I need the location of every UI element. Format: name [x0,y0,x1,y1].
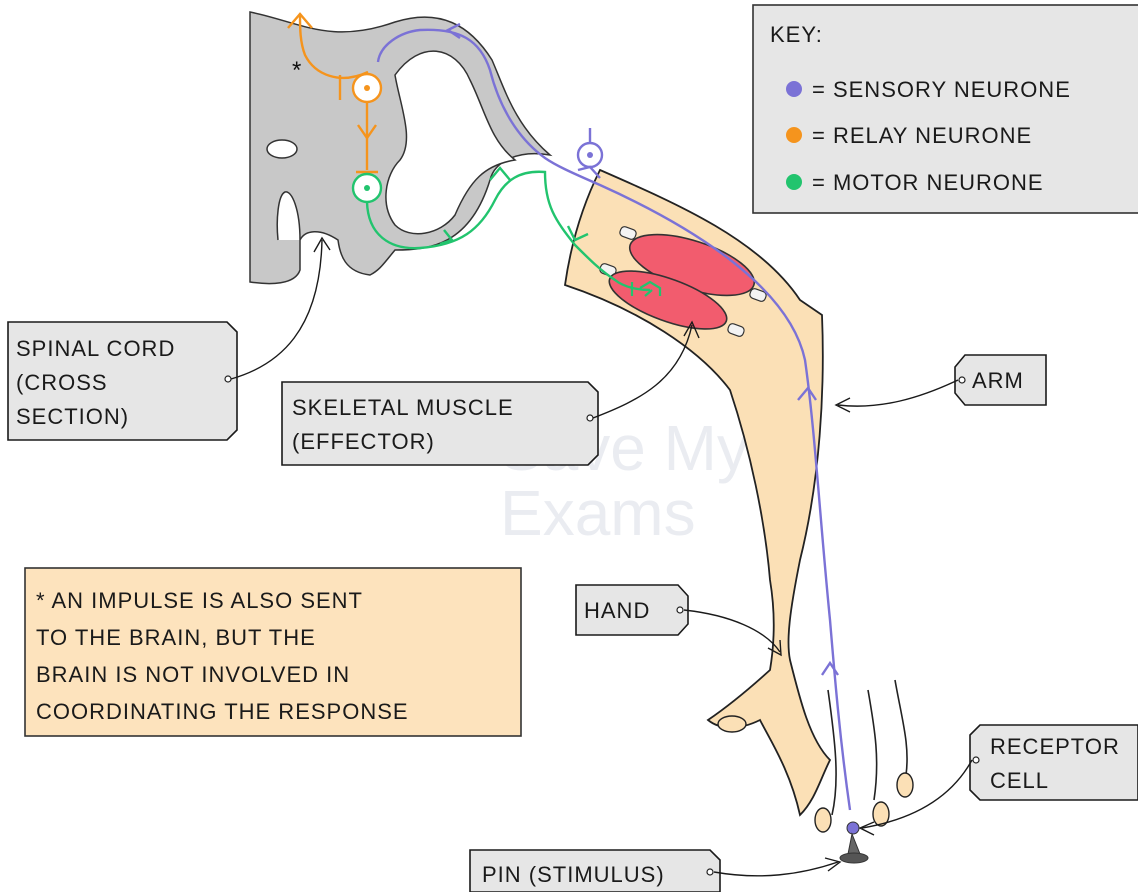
label-skeletal-muscle-1: SKELETAL MUSCLE [292,395,514,420]
label-receptor-2: CELL [990,768,1049,793]
key-title: KEY: [770,22,823,47]
label-spinal-cord-1: SPINAL CORD [16,336,175,361]
label-spinal-cord-3: SECTION) [16,404,129,429]
tag-hand: HAND [576,585,781,655]
spinal-cord [250,12,550,284]
key-sensory-label: = SENSORY NEURONE [812,77,1071,102]
label-receptor-1: RECEPTOR [990,734,1120,759]
pin-stimulus [840,834,868,863]
asterisk-marker: * [292,57,301,84]
note-line-3: BRAIN IS NOT INVOLVED IN [36,662,350,687]
label-skeletal-muscle-2: (EFFECTOR) [292,429,435,454]
label-pin: PIN (STIMULUS) [482,862,665,887]
note-line-1: * AN IMPULSE IS ALSO SENT [36,588,363,613]
key-relay-label: = RELAY NEURONE [812,123,1032,148]
label-arm: ARM [972,368,1024,393]
tag-arm: ARM [836,355,1046,412]
note-line-2: TO THE BRAIN, BUT THE [36,625,316,650]
tag-pin: PIN (STIMULUS) [470,850,840,892]
note-line-4: COORDINATING THE RESPONSE [36,699,409,724]
watermark-line-2: Exams [500,477,696,549]
relay-swatch [786,127,802,143]
label-hand: HAND [584,598,650,623]
sensory-swatch [786,81,802,97]
key-motor-label: = MOTOR NEURONE [812,170,1044,195]
motor-swatch [786,174,802,190]
note-box: * AN IMPULSE IS ALSO SENT TO THE BRAIN, … [25,568,521,736]
label-spinal-cord-2: (CROSS [16,370,108,395]
key-panel: KEY: = SENSORY NEURONE = RELAY NEURONE =… [753,5,1138,213]
